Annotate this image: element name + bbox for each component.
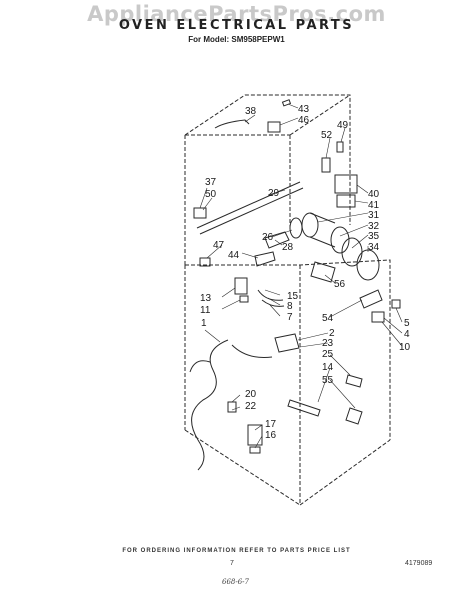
callout-32: 32 xyxy=(368,221,380,232)
watermark: AppliancePartsPros.com xyxy=(87,2,386,26)
callout-1: 1 xyxy=(201,318,207,329)
part-17 xyxy=(247,424,263,446)
part-52 xyxy=(321,157,331,173)
part-40 xyxy=(334,174,358,194)
callout-13: 13 xyxy=(200,293,212,304)
callout-54: 54 xyxy=(322,313,334,324)
handwritten-code: 668-6-7 xyxy=(222,578,249,586)
part-16 xyxy=(249,446,261,454)
callout-56: 56 xyxy=(334,279,346,290)
callout-2: 2 xyxy=(329,328,335,339)
document-number: 4179089 xyxy=(405,560,433,567)
callout-17: 17 xyxy=(265,419,277,430)
part-31-35-stack xyxy=(301,212,380,281)
callout-8: 8 xyxy=(287,301,293,312)
part-55 xyxy=(345,407,363,425)
callout-37: 37 xyxy=(205,177,217,188)
leader-lines xyxy=(199,103,403,449)
callout-41: 41 xyxy=(368,200,380,211)
part-49 xyxy=(336,141,344,153)
callout-38: 38 xyxy=(245,106,257,117)
part-46 xyxy=(267,121,281,133)
callout-52: 52 xyxy=(321,130,333,141)
part-2 xyxy=(274,333,300,353)
callout-20: 20 xyxy=(245,389,257,400)
part-13 xyxy=(234,277,248,295)
callout-46: 46 xyxy=(298,115,310,126)
callout-44: 44 xyxy=(228,250,240,261)
part-43 xyxy=(281,99,292,107)
callout-4: 4 xyxy=(404,329,410,340)
part-37 xyxy=(193,207,207,219)
callout-55: 55 xyxy=(322,375,334,386)
part-47 xyxy=(199,257,211,267)
callout-14: 14 xyxy=(322,362,334,373)
callout-43: 43 xyxy=(298,104,310,115)
part-54 xyxy=(359,289,383,309)
part-56 xyxy=(310,261,336,283)
part-44 xyxy=(254,251,276,267)
callout-26: 26 xyxy=(262,232,274,243)
page-number: 7 xyxy=(230,560,234,567)
callout-23: 23 xyxy=(322,338,334,349)
callout-16: 16 xyxy=(265,430,277,441)
callout-11: 11 xyxy=(200,305,211,316)
callout-15: 15 xyxy=(287,291,299,302)
part-26 xyxy=(289,217,303,239)
callout-31: 31 xyxy=(368,210,380,221)
callout-10: 10 xyxy=(399,342,411,353)
callout-47: 47 xyxy=(213,240,225,251)
callout-29: 29 xyxy=(268,188,280,199)
ordering-note: FOR ORDERING INFORMATION REFER TO PARTS … xyxy=(122,548,351,554)
part-15-8-7 xyxy=(257,289,285,307)
callout-35: 35 xyxy=(368,231,380,242)
callout-34: 34 xyxy=(368,242,380,253)
callout-50: 50 xyxy=(205,189,217,200)
part-1-wire-harness xyxy=(189,339,273,471)
part-38 xyxy=(214,119,250,129)
callout-28: 28 xyxy=(282,242,294,253)
callout-40: 40 xyxy=(368,189,380,200)
callout-25: 25 xyxy=(322,349,334,360)
model-label: For Model: SM958PEPW1 xyxy=(188,35,285,44)
part-5 xyxy=(391,299,401,309)
part-14 xyxy=(287,399,321,417)
diagram-title: OVEN ELECTRICAL PARTS xyxy=(118,18,355,33)
callout-5: 5 xyxy=(404,318,410,329)
upper-cabinet-outline xyxy=(184,94,351,265)
part-41 xyxy=(336,194,356,208)
part-28 xyxy=(264,231,290,249)
callout-22: 22 xyxy=(245,401,257,412)
part-4 xyxy=(371,311,385,323)
lower-cabinet-outline xyxy=(184,259,391,506)
part-25 xyxy=(345,374,363,388)
part-20 xyxy=(227,401,237,413)
callout-7: 7 xyxy=(287,312,293,323)
part-29-rod xyxy=(196,181,304,235)
callout-49: 49 xyxy=(337,120,349,131)
part-11 xyxy=(239,295,249,303)
